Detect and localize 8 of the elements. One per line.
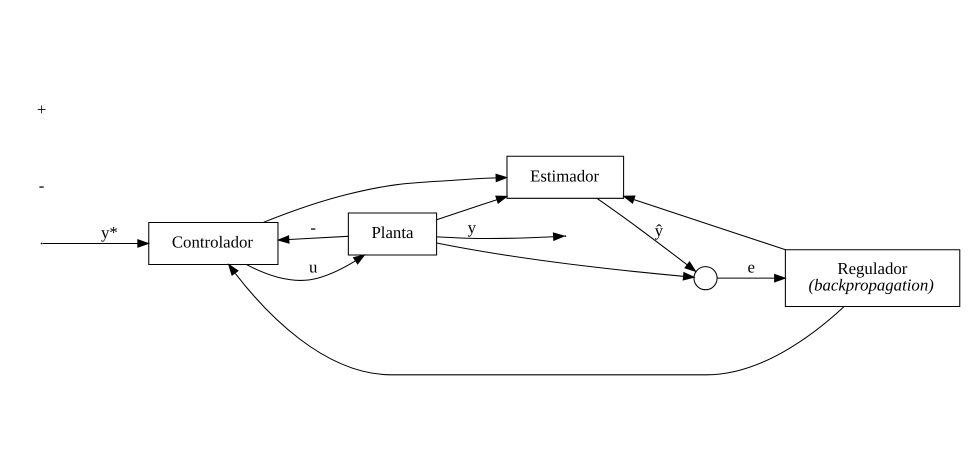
edge-label: y* [100, 222, 118, 242]
edge-label: y [468, 217, 476, 236]
label: - [38, 175, 44, 194]
edge-label: ŷ [654, 220, 663, 240]
edge-label: e [748, 257, 755, 276]
edge-label: - [310, 217, 316, 236]
edge-label: u [308, 257, 318, 276]
label: + [36, 100, 46, 119]
